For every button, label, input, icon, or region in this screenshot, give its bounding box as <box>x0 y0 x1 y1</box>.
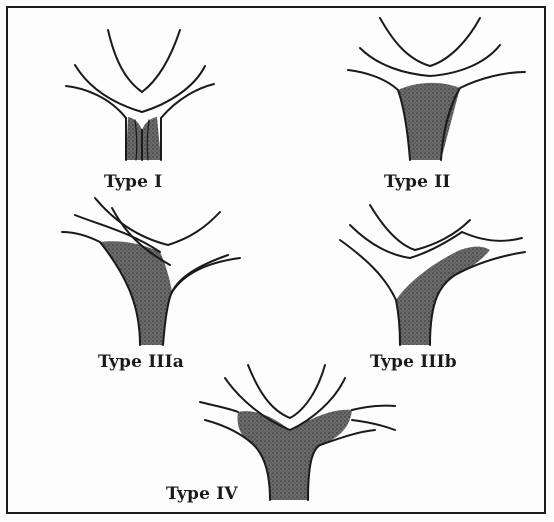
type-ii-diagram <box>348 18 525 160</box>
type-iv-label: Type IV <box>166 484 238 504</box>
type-iiia-label: Type IIIa <box>98 352 184 372</box>
type-iiia-diagram <box>62 198 240 345</box>
type-iiib-label: Type IIIb <box>370 352 457 372</box>
type-iiib-diagram <box>340 205 525 345</box>
type-ii-tumor <box>398 83 460 160</box>
type-i-label: Type I <box>104 172 162 192</box>
type-iv-diagram <box>200 365 395 500</box>
type-i-tumor <box>126 117 161 160</box>
type-ii-label: Type II <box>384 172 451 192</box>
type-i-diagram <box>66 30 214 160</box>
type-iiib-tumor <box>396 247 490 345</box>
type-iv-tumor <box>237 410 352 500</box>
